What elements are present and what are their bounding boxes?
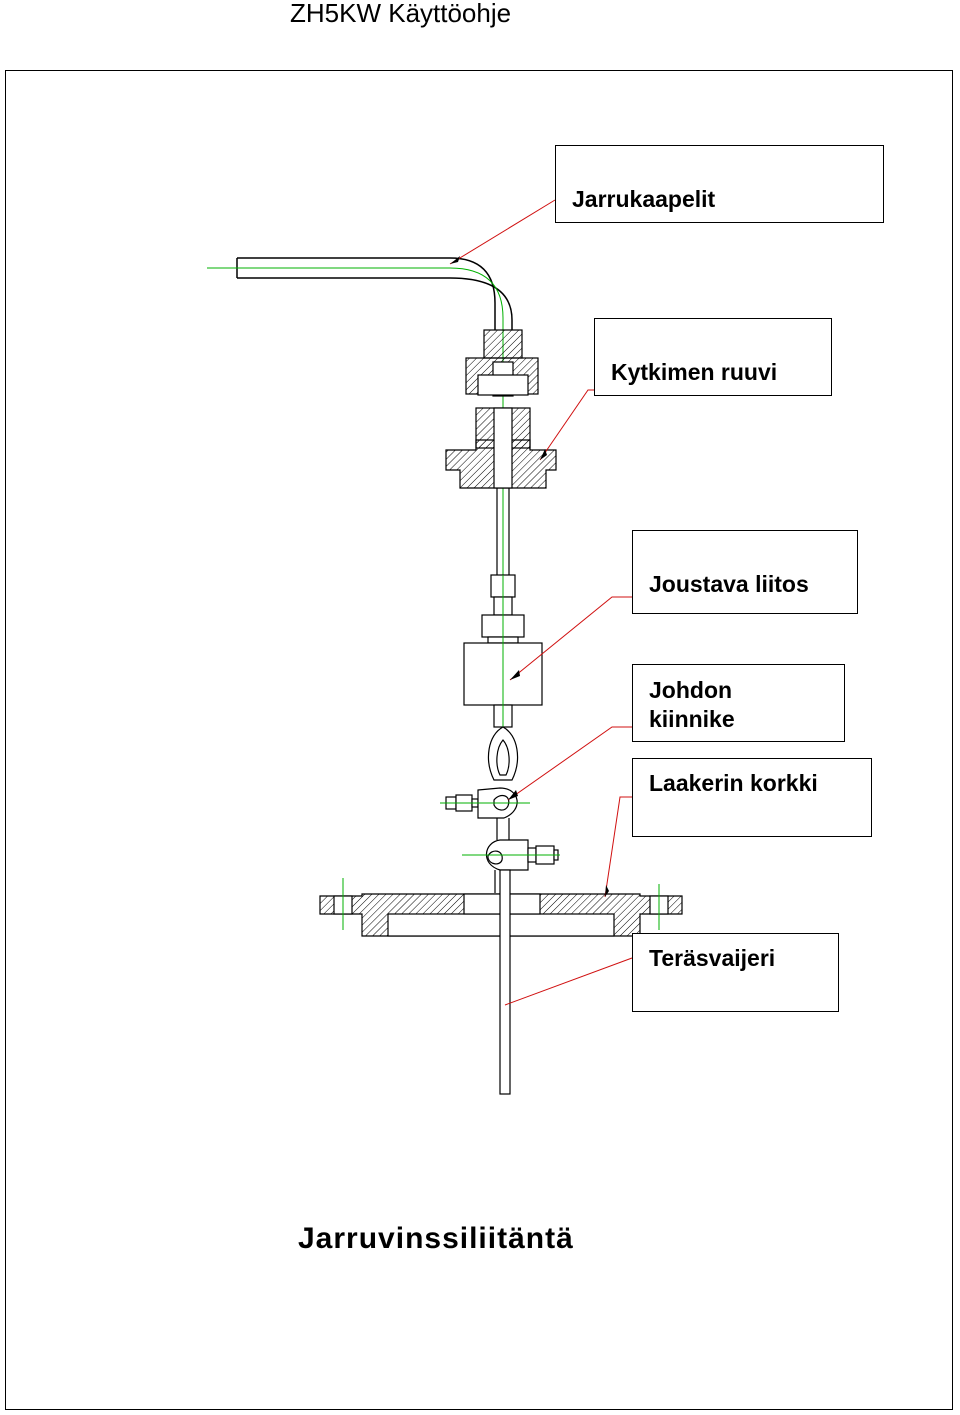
coupling-screw-nut — [465, 329, 539, 397]
label-bearing-cap-text: Laakerin korkki — [649, 770, 818, 796]
drawing-caption: Jarruvinssiliitäntä — [298, 1222, 574, 1255]
label-steel-wire-text: Teräsvaijeri — [649, 945, 776, 971]
label-flexible-joint: Joustava liitos — [632, 530, 858, 614]
label-wire-clamp: Johdon kiinnike — [632, 664, 845, 742]
leader-lines — [449, 199, 633, 1006]
connecting-rod — [496, 488, 510, 575]
flange-centerlines — [342, 878, 660, 930]
drawing-frame — [5, 70, 953, 1410]
brake-cable-tube — [236, 257, 513, 330]
label-wire-clamp-line2: kiinnike — [649, 706, 735, 732]
label-bearing-cap: Laakerin korkki — [632, 758, 872, 837]
label-coupling-screw-text: Kytkimen ruuvi — [611, 359, 778, 385]
wire-clamp-loop — [487, 726, 519, 781]
label-coupling-screw: Kytkimen ruuvi — [594, 318, 832, 396]
tube-centerline — [207, 267, 504, 600]
leader-arrowheads — [450, 256, 609, 897]
page-title: ZH5KW Käyttöohje — [290, 0, 512, 28]
label-brake-cables-text: Jarrukaapelit — [572, 186, 716, 212]
label-brake-cables: Jarrukaapelit — [555, 145, 884, 223]
steel-wire — [499, 869, 511, 1095]
label-flexible-joint-text: Joustava liitos — [649, 571, 809, 597]
label-wire-clamp-line1: Johdon — [649, 677, 733, 703]
coupling-screw-body — [445, 407, 557, 489]
label-steel-wire: Teräsvaijeri — [632, 933, 839, 1012]
